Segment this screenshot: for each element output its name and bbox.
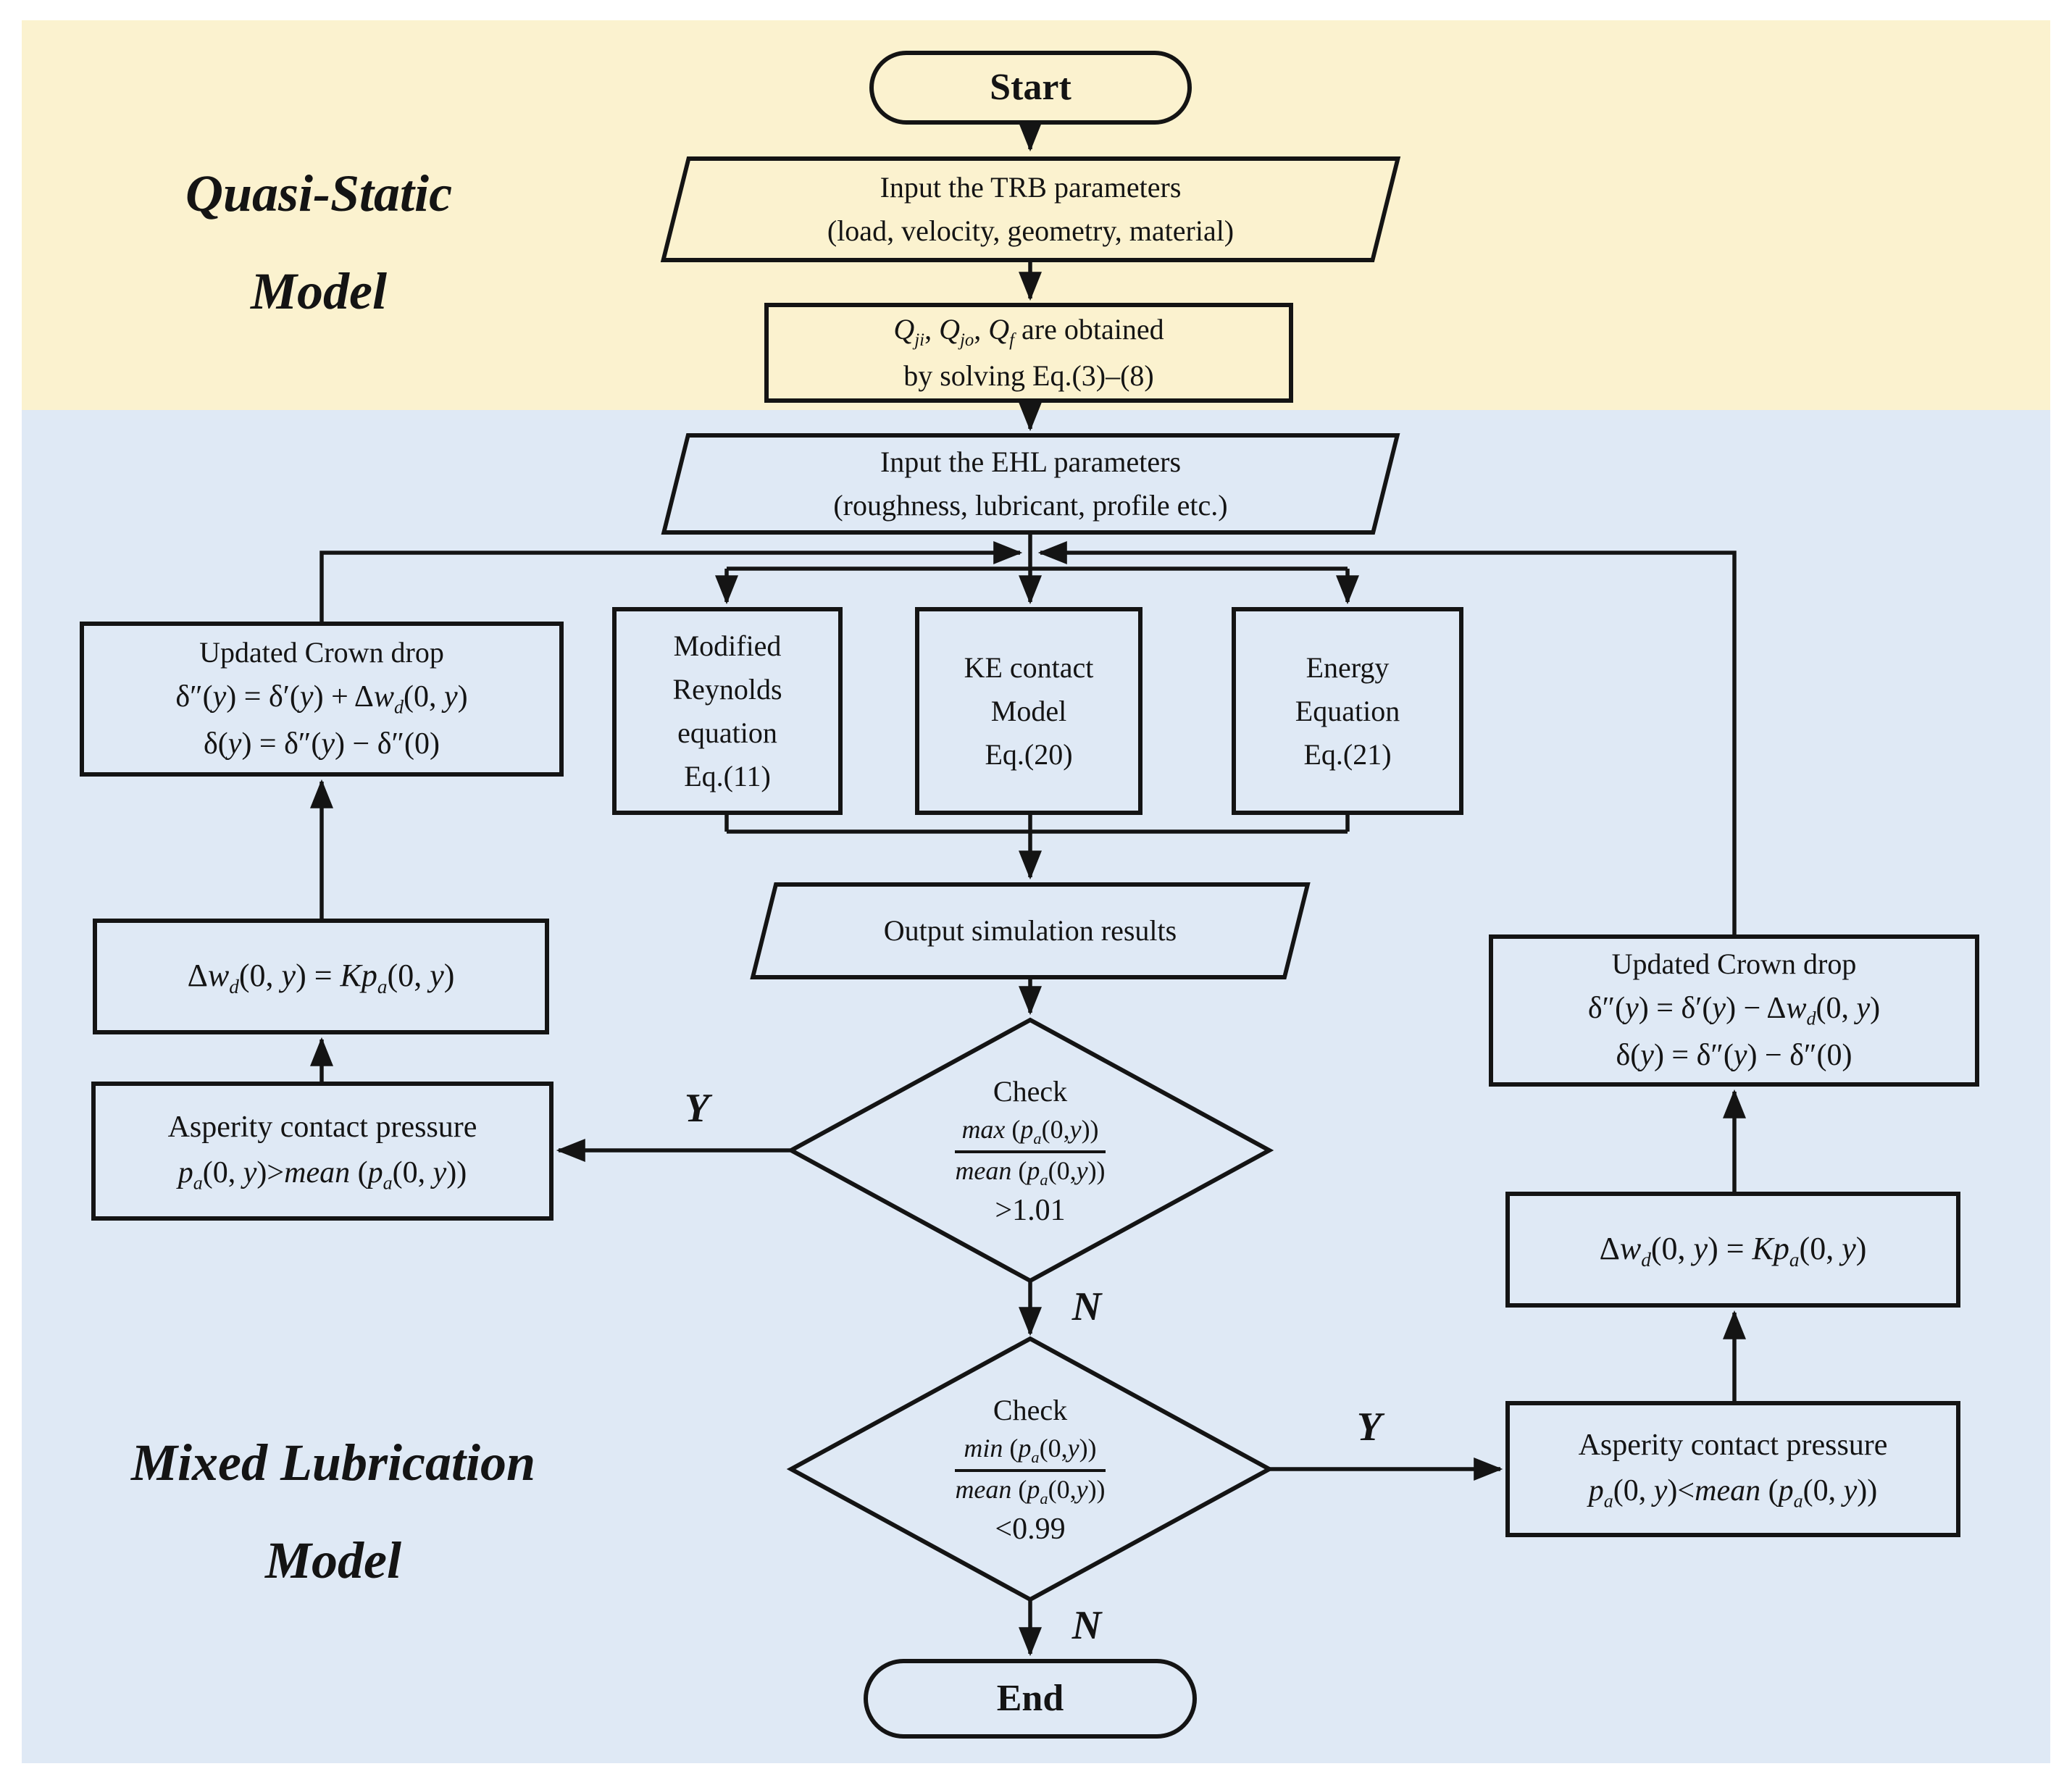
end-node: End (864, 1659, 1197, 1739)
solve-q-node: Qji, Qjo, Qf are obtained by solving Eq.… (764, 303, 1293, 403)
quasi-static-band (22, 20, 2050, 410)
dw-right-line1: Δwd(0, y) = Kpa(0, y) (1599, 1230, 1867, 1271)
input-trb-node: Input the TRB parameters (load, velocity… (660, 156, 1401, 262)
asperity-right-line1: Asperity contact pressure (1578, 1429, 1888, 1463)
reynolds-line3: equation (677, 716, 777, 749)
check-min-title: Check (993, 1393, 1068, 1426)
dw-left-node: Δwd(0, y) = Kpa(0, y) (93, 919, 549, 1034)
mixed-lubrication-label-line2: Model (265, 1531, 401, 1590)
crown-drop-right-line2: δ″(y) = δ′(y) − Δwd(0, y) (1587, 992, 1881, 1029)
asperity-left-line1: Asperity contact pressure (167, 1111, 477, 1145)
reynolds-line4: Eq.(11) (684, 759, 771, 792)
edge-merge-bracket (724, 815, 1350, 834)
ke-contact-line3: Eq.(20) (985, 737, 1073, 771)
asperity-left-line2: pa(0, y)>mean (pa(0, y)) (177, 1156, 467, 1194)
crown-drop-left-line1: Updated Crown drop (199, 636, 444, 669)
check-min-numerator: min (pa(0,y)) (955, 1432, 1106, 1472)
check-max-fraction: max (pa(0,y)) mean (pa(0,y)) (955, 1113, 1106, 1190)
reynolds-node: Modified Reynolds equation Eq.(11) (612, 607, 843, 815)
asperity-right-line2: pa(0, y)<mean (pa(0, y)) (1588, 1474, 1878, 1512)
check-min-denominator: mean (pa(0,y)) (955, 1474, 1106, 1507)
crown-drop-right-line3: δ(y) = δ″(y) − δ″(0) (1616, 1038, 1852, 1072)
start-label: Start (990, 67, 1071, 108)
edge-feedback-left (319, 541, 1023, 622)
end-label: End (996, 1678, 1064, 1719)
crown-drop-right-node: Updated Crown drop δ″(y) = δ′(y) − Δwd(0… (1489, 934, 1979, 1087)
energy-node: Energy Equation Eq.(21) (1232, 607, 1463, 815)
no-label-checkmax: N (1071, 1284, 1102, 1329)
input-trb-line2: (load, velocity, geometry, material) (827, 214, 1235, 247)
crown-drop-left-line2: δ″(y) = δ′(y) + Δwd(0, y) (175, 680, 468, 718)
yes-label-checkmin: Y (1356, 1405, 1382, 1450)
crown-drop-left-node: Updated Crown drop δ″(y) = δ′(y) + Δwd(0… (80, 622, 564, 777)
check-max-numerator: max (pa(0,y)) (955, 1113, 1106, 1153)
check-min-fraction: min (pa(0,y)) mean (pa(0,y)) (955, 1432, 1106, 1509)
mixed-lubrication-band (22, 410, 2050, 1763)
check-max-condition: >1.01 (995, 1193, 1066, 1227)
output-line1: Output simulation results (883, 914, 1177, 947)
start-node: Start (869, 51, 1192, 125)
check-max-diamond: Check max (pa(0,y)) mean (pa(0,y)) >1.01 (856, 1032, 1204, 1271)
asperity-right-node: Asperity contact pressure pa(0, y)<mean … (1505, 1401, 1960, 1537)
quasi-static-label-line1: Quasi-Static (185, 164, 453, 222)
check-max-title: Check (993, 1074, 1068, 1108)
mixed-lubrication-label: Mixed Lubrication Model (36, 1414, 630, 1610)
mixed-lubrication-label-line1: Mixed Lubrication (130, 1434, 536, 1492)
reynolds-line2: Reynolds (672, 672, 782, 706)
quasi-static-label-line2: Model (251, 262, 387, 321)
energy-line3: Eq.(21) (1303, 737, 1392, 771)
input-trb-line1: Input the TRB parameters (880, 171, 1182, 204)
reynolds-line1: Modified (673, 629, 782, 662)
dw-right-node: Δwd(0, y) = Kpa(0, y) (1505, 1192, 1960, 1308)
check-min-diamond: Check min (pa(0,y)) mean (pa(0,y)) <0.99 (856, 1351, 1204, 1590)
dw-left-line1: Δwd(0, y) = Kpa(0, y) (187, 957, 455, 998)
solve-q-line2: by solving Eq.(3)–(8) (903, 359, 1154, 392)
energy-line1: Energy (1306, 651, 1390, 684)
check-max-denominator: mean (pa(0,y)) (955, 1155, 1106, 1189)
ke-contact-line1: KE contact (964, 651, 1094, 684)
ke-contact-line2: Model (990, 694, 1067, 727)
input-ehl-line1: Input the EHL parameters (880, 446, 1182, 478)
asperity-left-node: Asperity contact pressure pa(0, y)>mean … (91, 1082, 553, 1221)
output-node: Output simulation results (750, 882, 1311, 979)
ke-contact-node: KE contact Model Eq.(20) (915, 607, 1142, 815)
input-ehl-node: Input the EHL parameters (roughness, lub… (661, 433, 1400, 535)
no-label-checkmin: N (1071, 1603, 1102, 1648)
crown-drop-left-line3: δ(y) = δ″(y) − δ″(0) (204, 727, 440, 761)
edge-feedback-right (1037, 541, 1737, 934)
quasi-static-label: Quasi-Static Model (65, 145, 572, 341)
check-min-condition: <0.99 (995, 1512, 1066, 1546)
solve-q-line1: Qji, Qjo, Qf are obtained (893, 313, 1164, 351)
energy-line2: Equation (1295, 694, 1400, 727)
input-ehl-line2: (roughness, lubricant, profile etc.) (833, 489, 1228, 522)
yes-label-checkmax: Y (684, 1086, 710, 1131)
crown-drop-right-line1: Updated Crown drop (1611, 948, 1857, 981)
